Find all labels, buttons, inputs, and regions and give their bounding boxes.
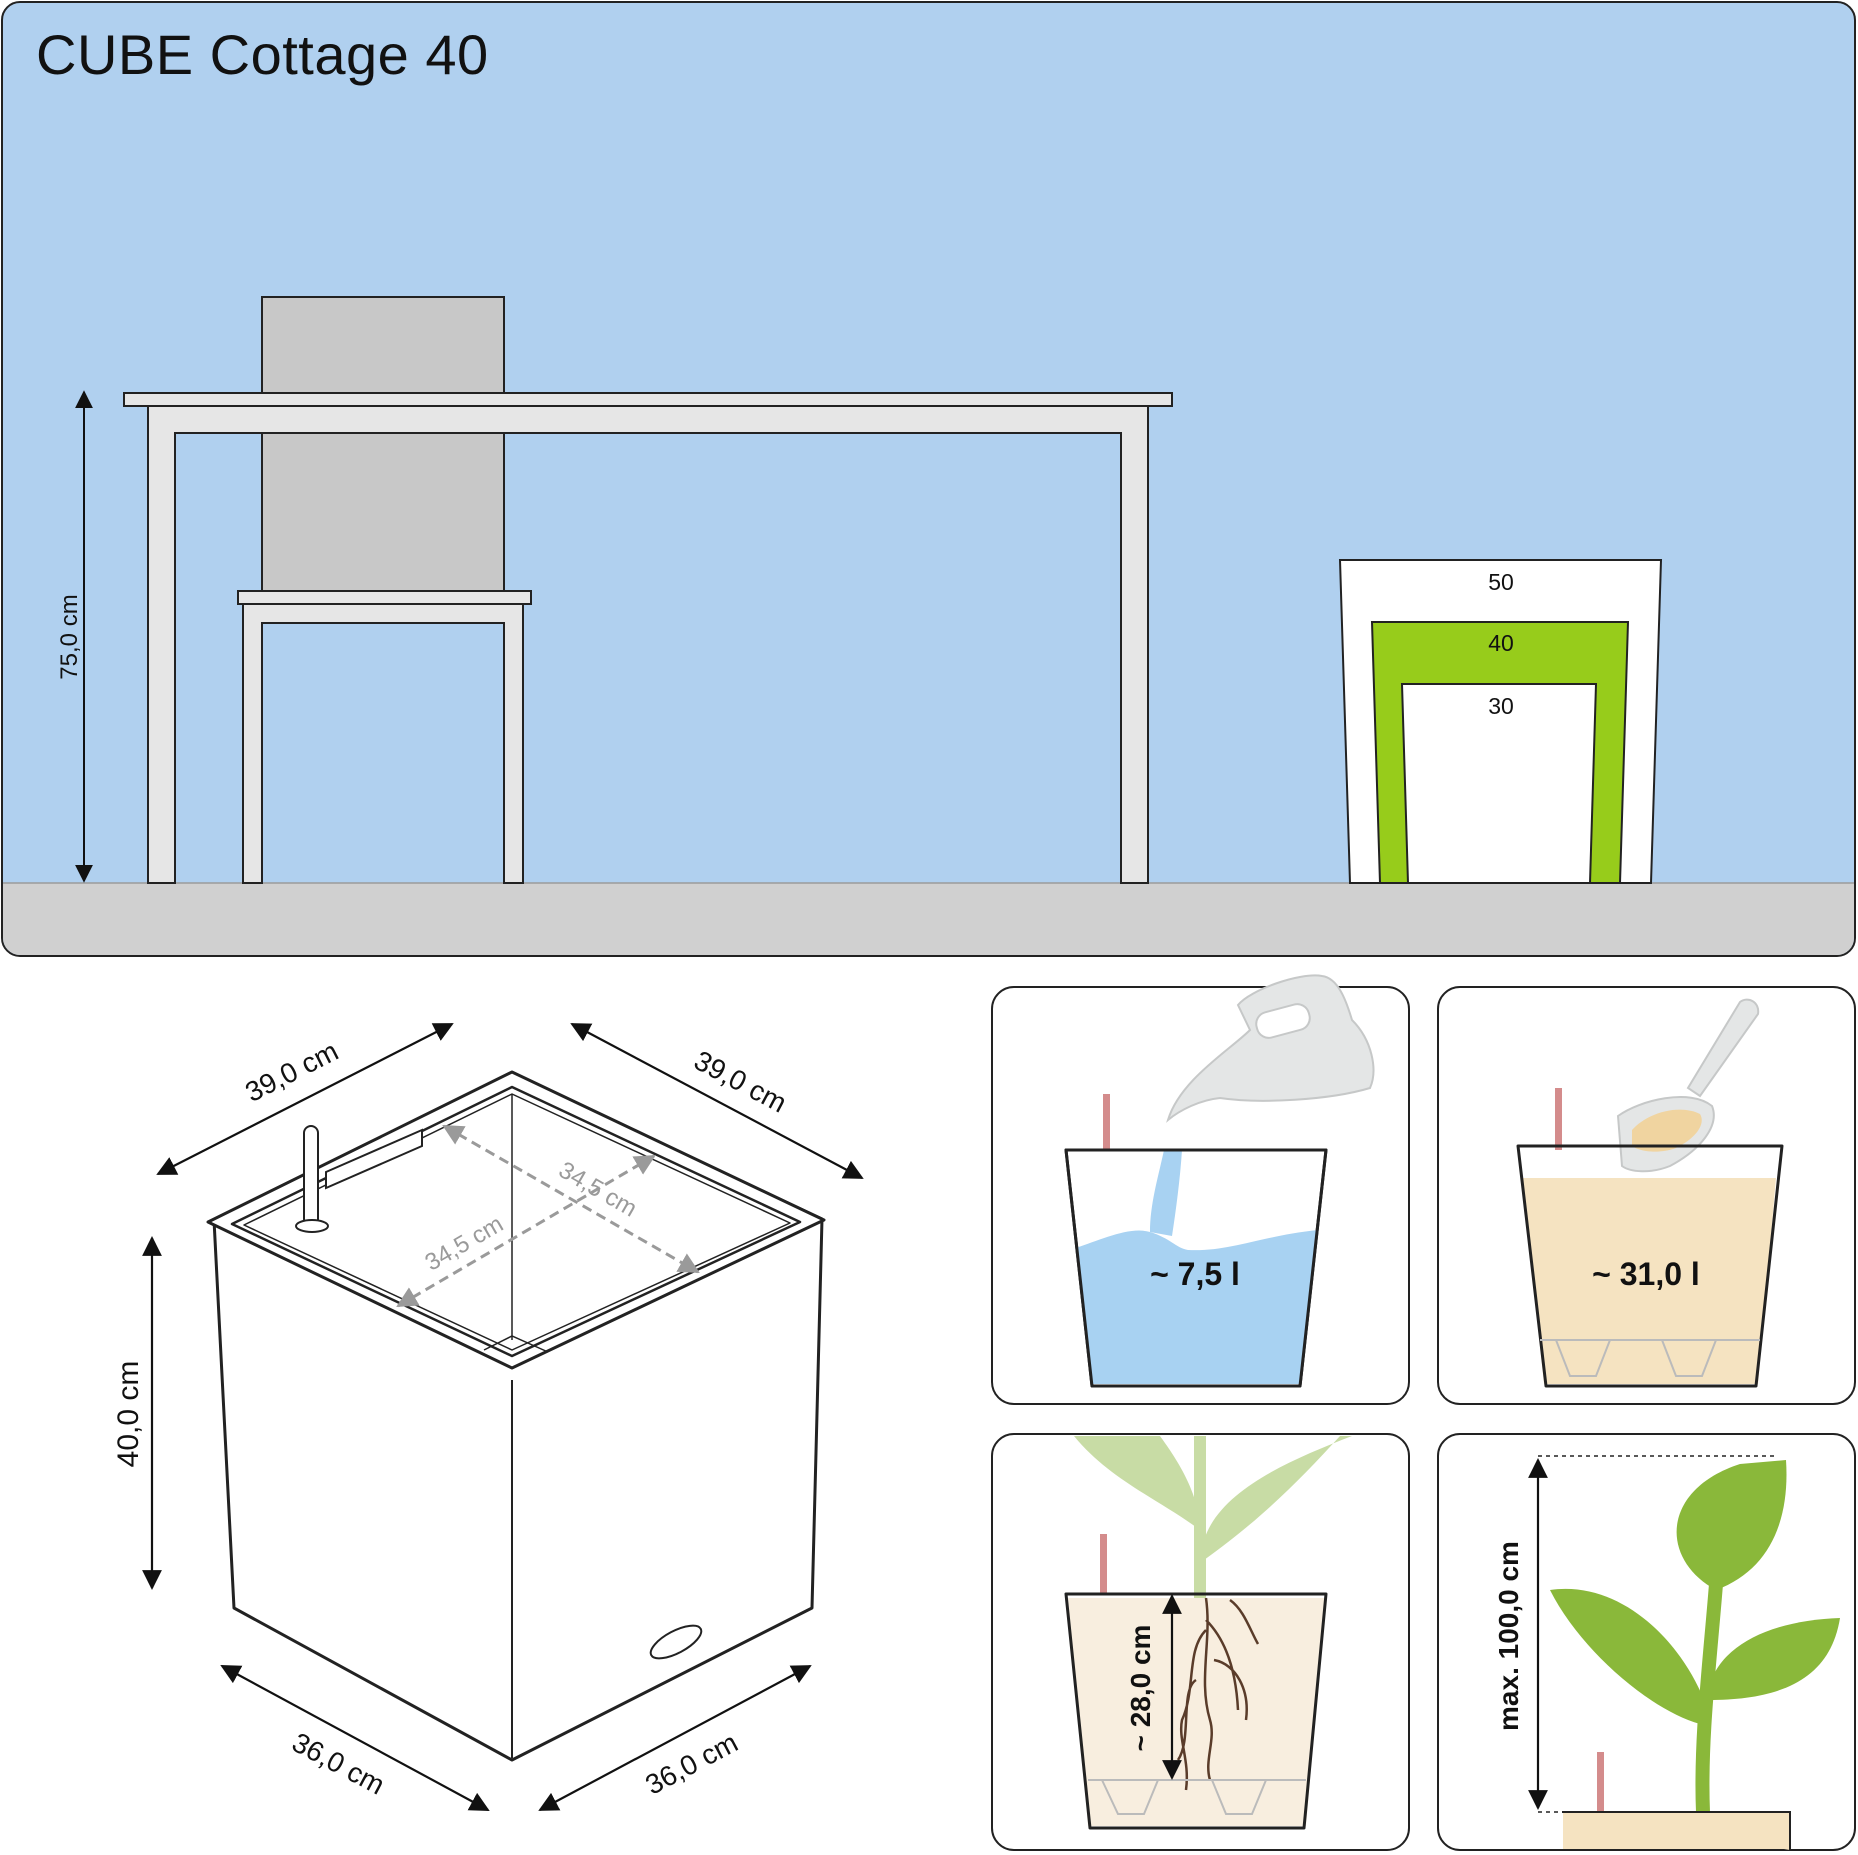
indicator-stick	[1103, 1094, 1110, 1150]
cube-inner-floor	[483, 1335, 549, 1353]
base-right-label: 36,0 cm	[640, 1727, 743, 1801]
soil-fill	[1522, 1178, 1776, 1384]
water-stream	[1150, 1150, 1182, 1236]
top-width-right-label: 39,0 cm	[689, 1045, 792, 1119]
inner-right-arrow	[442, 1124, 700, 1274]
pot-outline	[1516, 1144, 1784, 1388]
base-right-arrow	[538, 1665, 812, 1811]
top-width-left-arrow	[156, 1023, 454, 1175]
chair-backrest	[261, 296, 505, 594]
page-title: CUBE Cottage 40	[36, 23, 489, 86]
max-plant-height-panel: max. 100,0 cm	[1437, 1433, 1856, 1851]
soil-on-trowel	[1632, 1109, 1702, 1152]
pot-soil	[1563, 1813, 1789, 1849]
top-width-right-arrow	[570, 1023, 864, 1179]
plant-leaf-right	[1708, 1618, 1840, 1700]
trowel-icon	[1686, 998, 1760, 1098]
root-depth-label: ~ 28,0 cm	[1125, 1625, 1156, 1752]
soil-volume-label: ~ 31,0 l	[1592, 1256, 1700, 1292]
water-volume-label: ~ 7,5 l	[1150, 1256, 1240, 1292]
indicator-stick	[1597, 1752, 1604, 1812]
base-left-arrow	[220, 1665, 490, 1811]
indicator-stick	[1100, 1534, 1107, 1594]
plant-leaf-top	[1676, 1460, 1787, 1590]
height-label: 40,0 cm	[112, 1361, 145, 1468]
indicator-stick	[1555, 1088, 1562, 1150]
pot-outline	[1064, 1592, 1328, 1830]
water-reservoir-insert	[1088, 1779, 1306, 1815]
product-dimension-drawing: 39,0 cm 39,0 cm 34,5 cm 34,5 cm 40,0 cm …	[112, 1023, 864, 1811]
plant-stem	[1695, 1583, 1723, 1813]
soil-fill	[1068, 1598, 1326, 1826]
chair-seat	[237, 590, 532, 605]
water-reservoir-panel: ~ 7,5 l	[991, 974, 1410, 1405]
water-reservoir-insert	[1540, 1339, 1760, 1377]
base-left-label: 36,0 cm	[287, 1727, 390, 1801]
plant-leaf-right	[1204, 1436, 1352, 1560]
planter-size-30	[1400, 683, 1598, 884]
brand-logo-badge	[649, 1624, 703, 1660]
floor	[3, 883, 1854, 955]
soil-volume-panel: ~ 31,0 l	[1437, 986, 1856, 1405]
top-width-left-label: 39,0 cm	[240, 1035, 343, 1108]
water-indicator-tube	[303, 1125, 319, 1227]
plant-leaf-left	[1550, 1588, 1704, 1724]
scale-scene: 75,0 cm 50 40 30	[1, 1, 1856, 957]
root-depth-panel: ~ 28,0 cm	[991, 1433, 1410, 1851]
watering-can-handle	[1255, 1003, 1311, 1039]
water-fill	[1076, 1230, 1318, 1384]
pot-outline-top	[1064, 1148, 1328, 1388]
size-label-30: 30	[1488, 693, 1514, 719]
size-label-50: 50	[1488, 569, 1514, 595]
plant-leaf-left	[1074, 1436, 1200, 1530]
size-label-40: 40	[1488, 630, 1514, 656]
table-frame	[147, 405, 1149, 884]
table-top	[123, 392, 1173, 407]
plant-roots	[1176, 1597, 1260, 1791]
water-indicator-base	[295, 1219, 329, 1233]
max-height-label: max. 100,0 cm	[1493, 1541, 1524, 1731]
table-height-label: 75,0 cm	[56, 594, 83, 679]
watering-can-icon	[1166, 974, 1375, 1123]
chair-frame	[242, 603, 524, 884]
